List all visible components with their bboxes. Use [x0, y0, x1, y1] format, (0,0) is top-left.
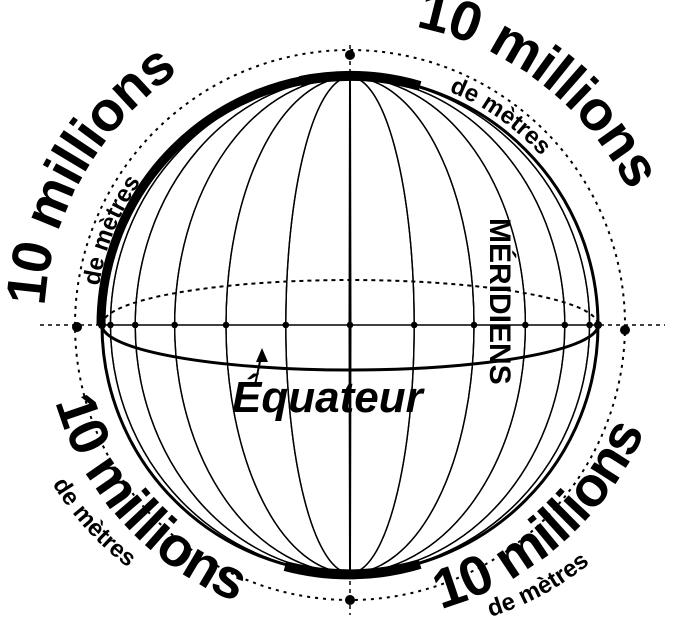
axis-dot-top — [345, 50, 355, 60]
axis-dot-right — [620, 325, 630, 335]
equator-dot — [471, 322, 477, 328]
equator-dot — [132, 322, 138, 328]
equator-dot — [411, 322, 417, 328]
equator-dot — [107, 322, 113, 328]
equator-dot — [283, 322, 289, 328]
equator-dots — [98, 321, 602, 329]
equator-dot — [223, 322, 229, 328]
equator-dot — [594, 321, 602, 329]
equator-dot — [171, 322, 177, 328]
axis-dot-bottom — [345, 595, 355, 605]
equator-dot — [586, 322, 592, 328]
meridians-label: MÉRIDIENS — [483, 218, 517, 385]
equator-dot — [562, 322, 568, 328]
equator-label: Équateur — [232, 372, 426, 422]
equator-dot — [522, 322, 528, 328]
equator-dot — [347, 322, 353, 328]
axis-dot-left — [72, 322, 82, 332]
